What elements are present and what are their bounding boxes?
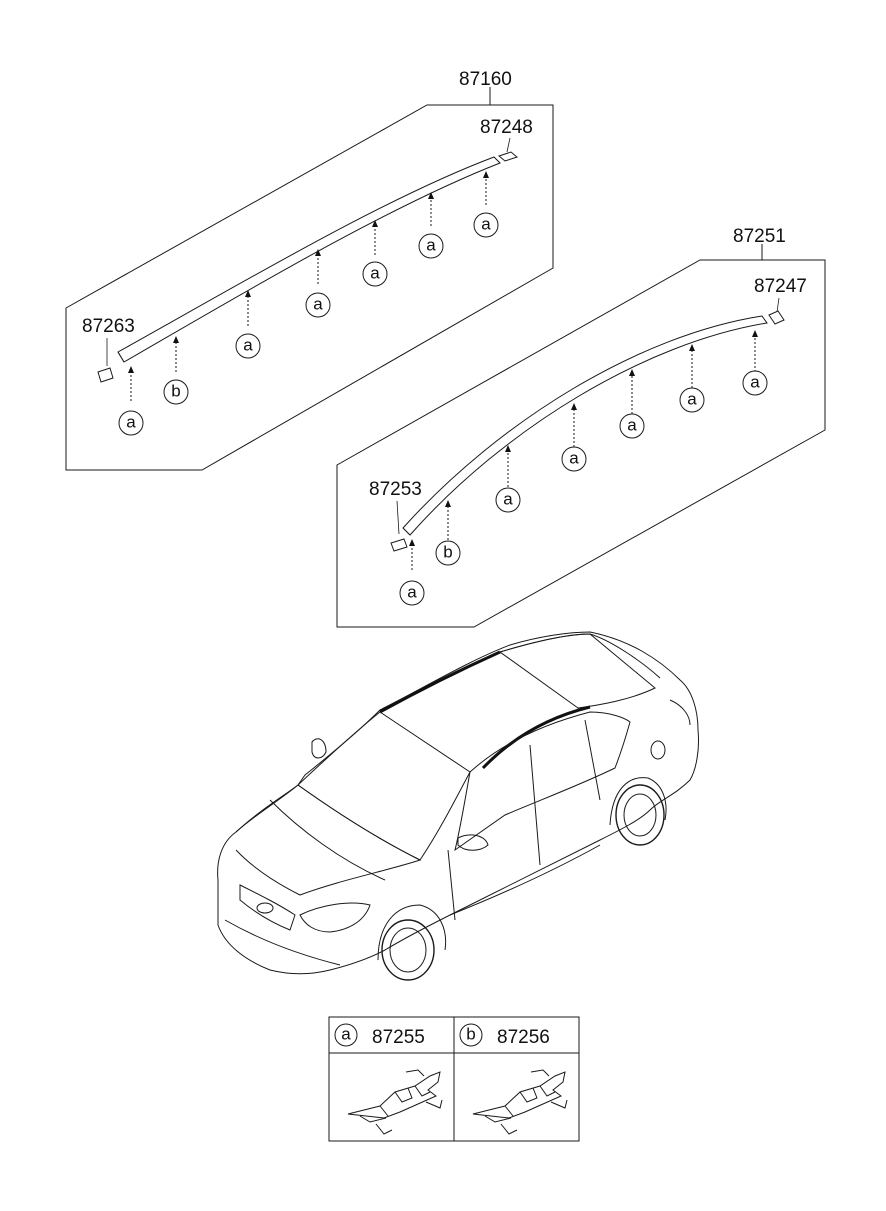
part-label-87263[interactable]: 87263 [82,316,135,337]
svg-text:a: a [126,413,136,432]
callout-b[interactable]: b [163,379,189,405]
callout-a[interactable]: a [399,580,425,606]
callout-a[interactable]: a [235,333,261,359]
front-roof-molding[interactable] [117,156,501,363]
callout-a[interactable]: a [619,413,645,439]
callout-a[interactable]: a [362,261,388,287]
svg-text:a: a [750,373,760,392]
callout-a[interactable]: a [561,446,587,472]
clip-arrows-front [128,171,489,401]
svg-text:a: a [426,236,436,255]
callout-a[interactable]: a [473,212,499,238]
svg-text:b: b [171,382,180,401]
end-piece-87247-shape[interactable] [768,310,785,325]
legend-part-87255: 87255 [372,1027,425,1048]
car-illustration [217,631,699,981]
rear-molding-panel: 87251 87247 87253 a b a a a a a [336,226,826,628]
legend-part-87256: 87256 [497,1027,550,1048]
svg-text:b: b [443,543,452,562]
callout-a[interactable]: a [495,487,521,513]
svg-text:a: a [243,336,253,355]
clip-87255-drawing [347,1069,443,1135]
svg-text:a: a [407,583,417,602]
part-label-87248[interactable]: 87248 [480,117,533,138]
end-piece-87263-shape[interactable] [97,367,114,383]
clip-arrows-rear [409,330,758,570]
end-piece-87248-shape[interactable] [497,151,519,162]
svg-text:a: a [687,390,697,409]
svg-text:a: a [370,264,380,283]
front-molding-panel: 87160 87248 87263 a b a a a a a [65,69,554,471]
legend-item-b[interactable]: b 87256 [459,1023,550,1048]
svg-text:a: a [627,416,637,435]
callout-a[interactable]: a [742,370,768,396]
end-piece-87253-shape[interactable] [390,538,408,552]
clip-87256-drawing [472,1069,568,1135]
callout-a[interactable]: a [305,292,331,318]
svg-text:a: a [341,1025,351,1044]
rear-roof-molding[interactable] [402,315,768,536]
legend-table: a 87255 b 87256 [328,1016,580,1142]
svg-text:b: b [466,1025,475,1044]
part-label-87160[interactable]: 87160 [459,69,512,90]
part-label-87251[interactable]: 87251 [733,226,786,247]
callout-a[interactable]: a [418,233,444,259]
rear-wheel [609,777,667,846]
svg-text:a: a [503,490,513,509]
svg-text:a: a [313,295,323,314]
callout-a[interactable]: a [679,387,705,413]
legend-item-a[interactable]: a 87255 [334,1023,425,1048]
callout-b[interactable]: b [435,540,461,566]
part-label-87253[interactable]: 87253 [369,479,422,500]
svg-text:a: a [481,215,491,234]
front-wheel [377,904,447,981]
svg-text:a: a [569,449,579,468]
callout-a[interactable]: a [118,410,144,436]
part-label-87247[interactable]: 87247 [754,276,807,297]
